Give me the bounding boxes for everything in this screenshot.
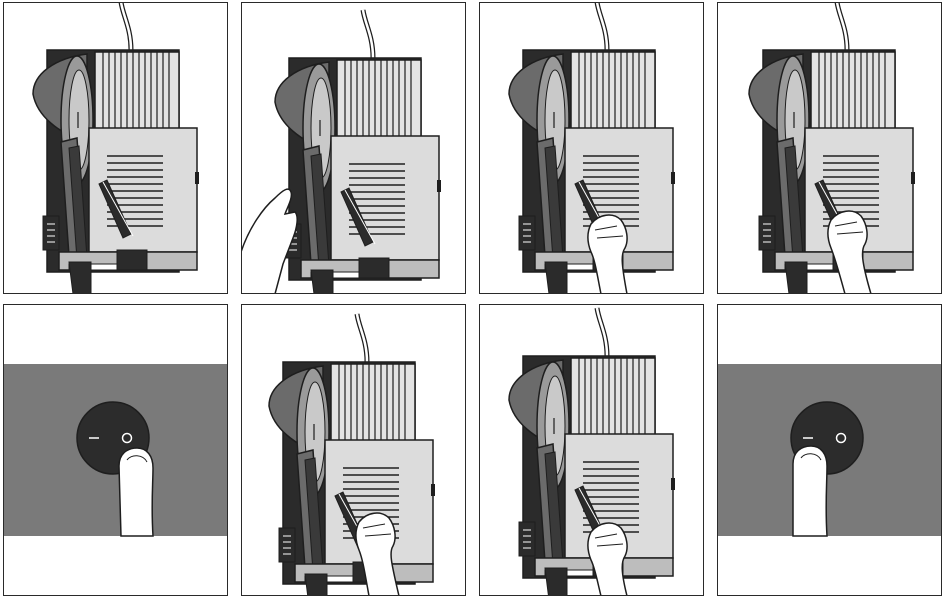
hand-icon: [241, 188, 298, 294]
slicer-illustration: [717, 2, 942, 294]
step-2-panel: [241, 2, 466, 294]
finger-icon: [792, 445, 828, 537]
hand-icon: [587, 214, 628, 294]
step-6-panel: [241, 304, 466, 596]
power-switch-illustration: [717, 363, 942, 537]
slicer-illustration: [479, 304, 704, 596]
step-1-panel: [3, 2, 228, 294]
slicer-illustration: [241, 2, 466, 294]
slicer-illustration: [241, 304, 466, 596]
step-7-panel: [479, 304, 704, 596]
step-5-panel: [3, 304, 228, 596]
hand-icon: [355, 512, 400, 596]
hand-icon: [587, 522, 628, 596]
hand-icon: [827, 210, 872, 294]
slicer-illustration: [3, 2, 228, 294]
slicer-illustration: [479, 2, 704, 294]
step-3-panel: [479, 2, 704, 294]
power-switch-illustration: [3, 363, 228, 537]
finger-icon: [118, 447, 154, 537]
step-4-panel: [717, 2, 942, 294]
step-8-panel: [717, 304, 942, 596]
